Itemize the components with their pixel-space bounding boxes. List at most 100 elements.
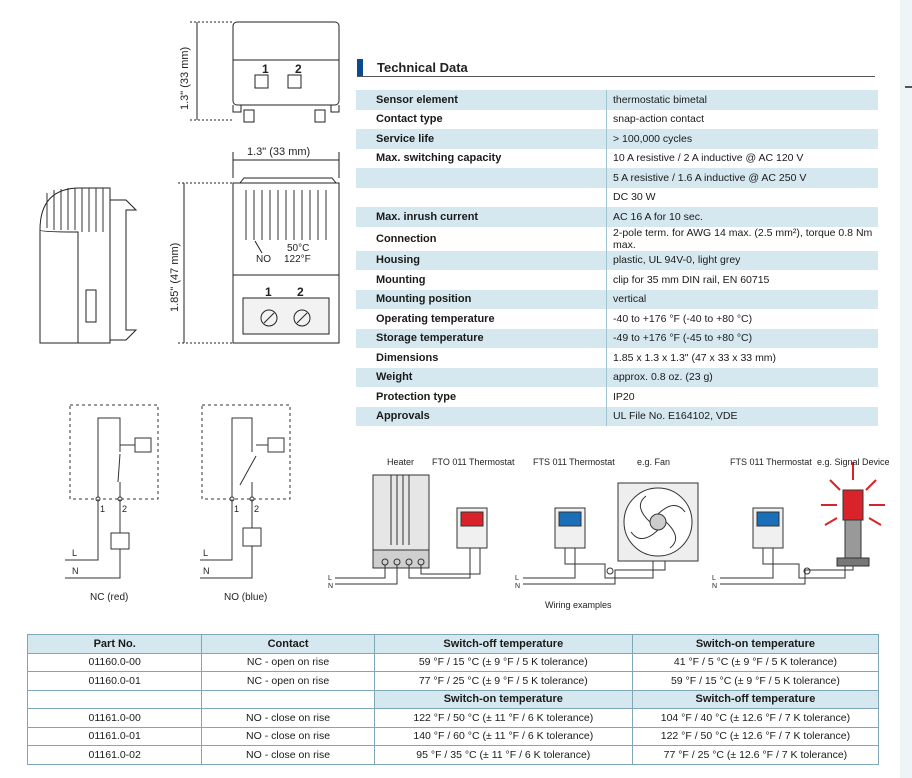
no-l-label: L — [203, 548, 208, 558]
tech-key: Max. inrush current — [356, 207, 607, 227]
temp-f-label: 122°F — [284, 254, 311, 265]
table-cell: 59 °F / 15 °C (± 9 °F / 5 K tolerance) — [631, 671, 880, 691]
tech-row: Storage temperature-49 to +176 °F (-45 t… — [356, 328, 878, 348]
no-terminal-2: 2 — [254, 504, 259, 514]
tech-key: Housing — [356, 250, 607, 270]
table-cell: 95 °F / 35 °C (± 11 °F / 6 K tolerance) — [373, 745, 633, 765]
table-cell: 01161.0-00 — [26, 708, 203, 728]
table-cell: 104 °F / 40 °C (± 12.6 °F / 7 K toleranc… — [631, 708, 880, 728]
tech-value: -40 to +176 °F (-40 to +80 °C) — [606, 309, 878, 329]
tech-value: UL File No. E164102, VDE — [606, 406, 878, 426]
tech-key: Max. switching capacity — [376, 152, 502, 165]
tech-key: Storage temperature — [356, 328, 607, 348]
tech-value: DC 30 W — [606, 187, 878, 207]
temp-c-label: 50°C — [287, 243, 309, 254]
no-n-label: N — [203, 566, 210, 576]
wiring-l-label-2: L — [515, 575, 519, 582]
wiring-l-label-3: L — [712, 575, 716, 582]
tech-value: vertical — [606, 289, 878, 309]
tech-row: Operating temperature-40 to +176 °F (-40… — [356, 309, 878, 329]
table-cell: 01160.0-01 — [26, 671, 203, 691]
tech-key: Connection — [376, 232, 437, 245]
tech-value: 1.85 x 1.3 x 1.3" (47 x 33 x 33 mm) — [606, 348, 878, 368]
front-terminal-2: 2 — [297, 285, 304, 299]
wiring-n-label-2: N — [515, 583, 520, 590]
page-side-strip — [900, 0, 912, 778]
part-no-header: Part No. — [26, 634, 203, 654]
tech-key: Weight — [356, 367, 607, 387]
fan-label: e.g. Fan — [637, 457, 670, 467]
tech-row: Protection type IP20 — [356, 387, 878, 407]
tech-key: Mounting position — [356, 289, 607, 309]
fto-thermostat-label: FTO 011 Thermostat — [432, 457, 515, 467]
tech-value: clip for 35 mm DIN rail, EN 60715 — [606, 270, 878, 290]
nc-n-label: N — [72, 566, 79, 576]
tech-key: Protection type — [376, 390, 457, 403]
circuit-diagrams: 1 2 L N NC (red) 1 2 L N NO (blue) — [65, 404, 291, 603]
table-cell: 122 °F / 50 °C (± 11 °F / 6 K tolerance) — [373, 708, 633, 728]
tech-row: DC 30 W — [356, 187, 878, 208]
nc-l-label: L — [72, 548, 77, 558]
table-cell: 01161.0-02 — [26, 745, 203, 765]
tech-value: AC 16 A for 10 sec. — [606, 207, 878, 227]
table-cell: 122 °F / 50 °C (± 12.6 °F / 7 K toleranc… — [631, 726, 880, 746]
table-cell: 01160.0-00 — [26, 652, 203, 672]
tech-row: Connection 2-pole term. for AWG 14 max. (… — [356, 226, 878, 251]
part-number-table: Part No. Contact Switch-off temperature … — [26, 634, 880, 765]
table-cell: NO - close on rise — [201, 708, 375, 728]
tech-value: 10 A resistive / 2 A inductive @ AC 120 … — [606, 148, 878, 168]
switch-on-header: Switch-on temperature — [631, 634, 880, 654]
contact-code-label: NO — [256, 254, 271, 265]
tech-value: snap-action contact — [606, 109, 878, 129]
tech-key: Service life — [356, 129, 607, 149]
thermostat-dimension-drawing: 1.3" (33 mm) 1.3" (33 mm) 1.85" (47 mm) … — [39, 21, 340, 344]
top-terminal-1: 1 — [262, 62, 269, 76]
tech-value: > 100,000 cycles — [606, 129, 878, 149]
wiring-l-label-1: L — [328, 575, 332, 582]
table-cell: NC - open on rise — [201, 652, 375, 672]
page-side-mark — [905, 86, 912, 88]
fts-thermostat-label-2: FTS 011 Thermostat — [730, 457, 812, 467]
wiring-n-label-3: N — [712, 583, 717, 590]
front-height-dimension: 1.85" (47 mm) — [169, 243, 181, 312]
table-cell: 140 °F / 60 °C (± 11 °F / 6 K tolerance) — [373, 726, 633, 746]
tech-value: approx. 0.8 oz. (23 g) — [606, 367, 878, 387]
tech-key — [356, 188, 607, 208]
table-cell: 01161.0-01 — [26, 726, 203, 746]
tech-value: 2-pole term. for AWG 14 max. (2.5 mm²), … — [606, 226, 878, 251]
contact-header: Contact — [201, 634, 375, 654]
wiring-n-label-1: N — [328, 583, 333, 590]
table-cell: NC - open on rise — [201, 671, 375, 691]
technical-data-title: Technical Data — [377, 60, 468, 75]
tech-key: Contact type — [376, 113, 443, 126]
tech-value: IP20 — [606, 387, 878, 407]
tech-key: Mounting — [376, 273, 426, 286]
heater-label: Heater — [387, 457, 414, 467]
wiring-caption: Wiring examples — [545, 600, 612, 610]
fts-thermostat-label-1: FTS 011 Thermostat — [533, 457, 615, 467]
tech-row: 5 A resistive / 1.6 A inductive @ AC 250… — [356, 168, 878, 188]
no-terminal-1: 1 — [234, 504, 239, 514]
tech-value: 5 A resistive / 1.6 A inductive @ AC 250… — [606, 168, 878, 188]
table-cell: 59 °F / 15 °C (± 9 °F / 5 K tolerance) — [373, 652, 633, 672]
table-cell: NO - close on rise — [201, 726, 375, 746]
tech-key — [356, 168, 607, 188]
table-cell: 77 °F / 25 °C (± 12.6 °F / 7 K tolerance… — [631, 745, 880, 765]
tech-value: thermostatic bimetal — [606, 90, 878, 110]
nc-terminal-1: 1 — [100, 504, 105, 514]
tech-row: Contact type snap-action contact — [356, 109, 878, 129]
no-caption: NO (blue) — [224, 592, 267, 603]
nc-caption: NC (red) — [90, 592, 128, 603]
